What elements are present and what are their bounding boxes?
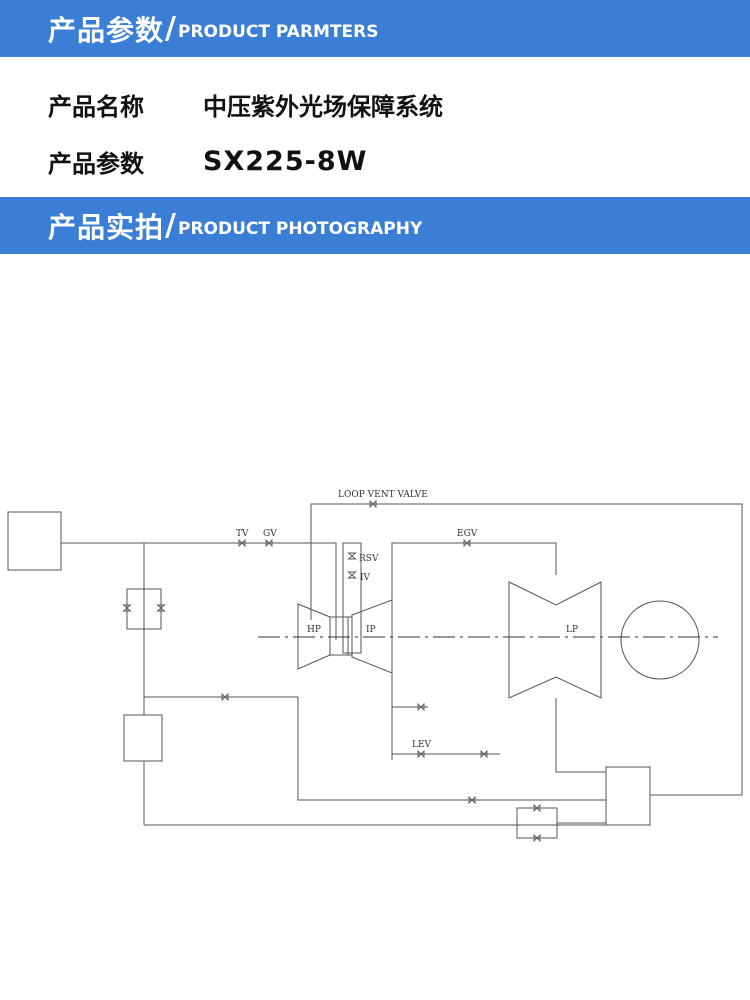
label-rsv: RSV (359, 554, 379, 564)
bypass-valve-loop (126, 588, 162, 630)
reheater-box (123, 714, 163, 762)
label-lp: LP (566, 625, 578, 635)
section-title-separator: / (165, 208, 176, 243)
section-title-en: PRODUCT PHOTOGRAPHY (177, 218, 423, 239)
product-name-label: 产品名称 (48, 92, 144, 121)
product-name-row: 产品名称 中压紫外光场保障系统 (48, 84, 443, 124)
bottom-valve-loop (516, 807, 558, 839)
section-banner-photography: 产品实拍 / PRODUCT PHOTOGRAPHY (0, 197, 750, 254)
label-lev: LEV (412, 740, 432, 750)
boiler-box (7, 511, 62, 571)
product-params-row: 产品参数 SX225-8W (48, 141, 367, 181)
product-params-label: 产品参数 (48, 149, 144, 178)
label-gv: GV (263, 529, 277, 539)
hp-ip-coupling (329, 616, 349, 656)
rsv-valve-icon (348, 552, 356, 560)
lev-line (391, 753, 500, 760)
main-steam-line (61, 542, 337, 640)
label-iv: IV (360, 573, 371, 583)
iv-valve-icon (348, 571, 356, 579)
section-title-en: PRODUCT PARMTERS (177, 21, 379, 42)
section-title-separator: / (165, 11, 176, 46)
section-banner-parameters: 产品参数 / PRODUCT PARMTERS (0, 0, 750, 57)
product-name-value: 中压紫外光场保障系统 (203, 92, 443, 121)
lp-exhaust-line (555, 698, 606, 773)
hp-exhaust-line (297, 697, 606, 801)
generator-circle (620, 600, 700, 680)
section-title-zh: 产品实拍 (48, 210, 165, 244)
condenser-box (605, 766, 651, 826)
loop-vent-line (310, 503, 743, 796)
label-tv: TV (236, 529, 249, 539)
label-egv: EGV (457, 529, 478, 539)
turbine-piping-diagram: LOOP VENT VALVE TV GV EGV RSV IV HP IP L… (7, 490, 743, 842)
lp-turbine (508, 581, 602, 699)
egv-line (391, 542, 557, 600)
label-hp: HP (307, 625, 321, 635)
label-loop-vent-valve: LOOP VENT VALVE (338, 490, 428, 500)
section-title-zh: 产品参数 (48, 13, 165, 47)
product-params-value: SX225-8W (203, 145, 368, 177)
label-ip: IP (366, 625, 376, 635)
